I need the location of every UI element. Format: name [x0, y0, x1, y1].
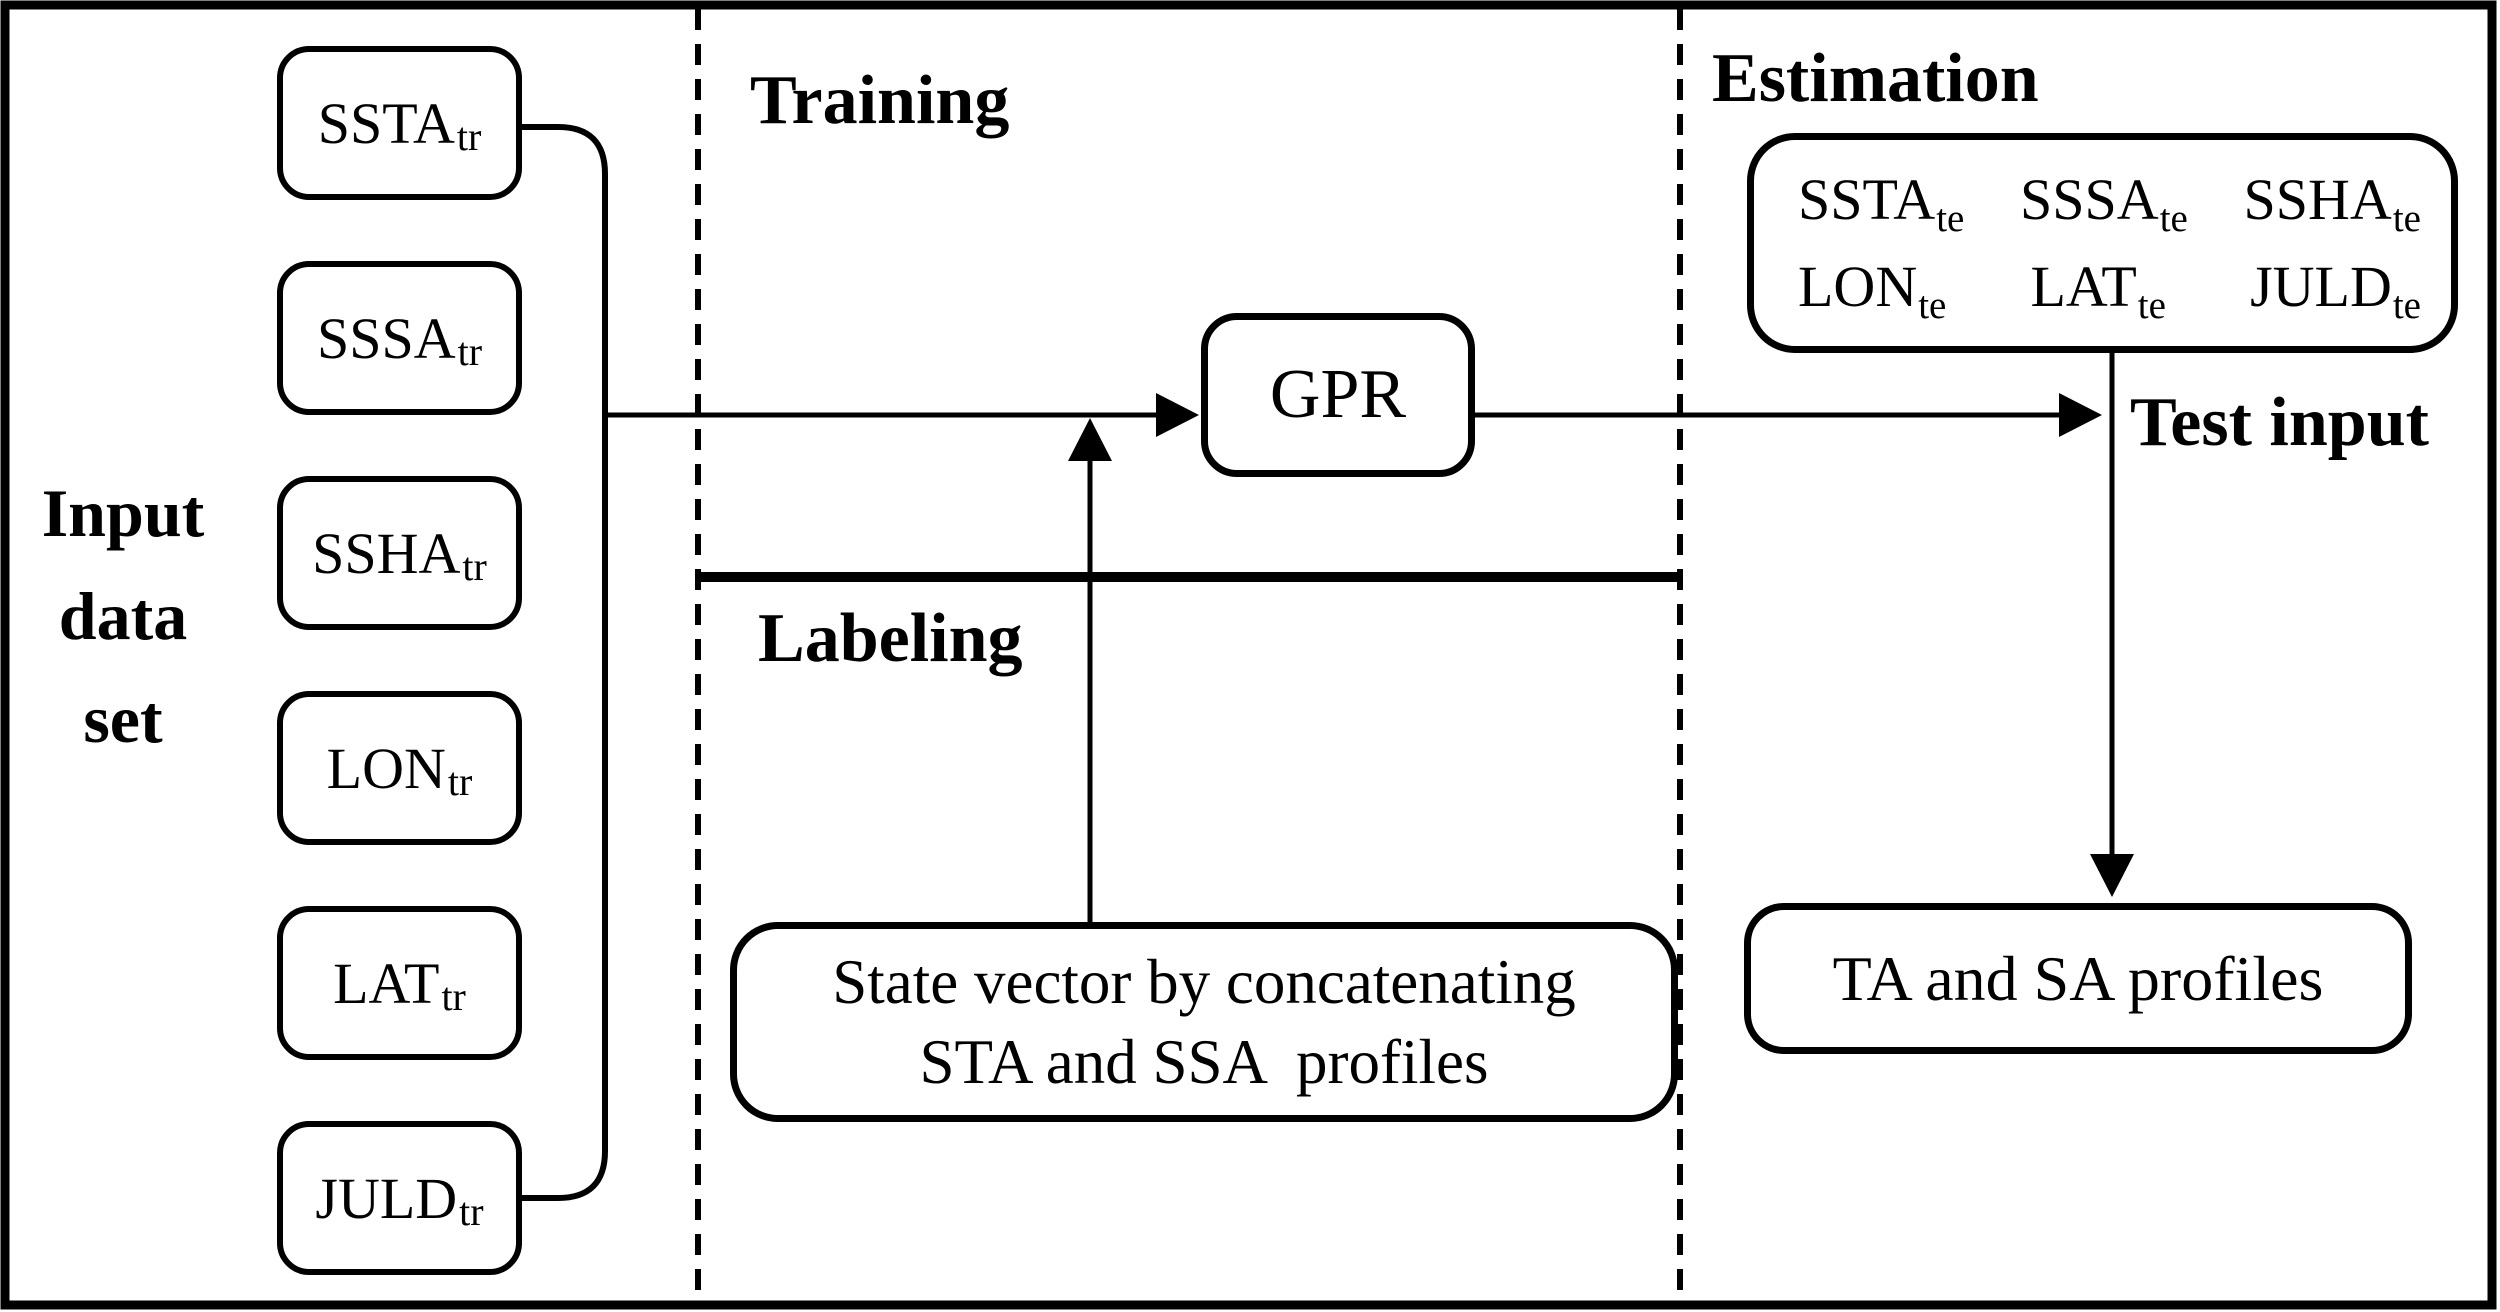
test-input-sssa-te: SSSAte	[2020, 166, 2188, 240]
test-inputs-row-1: SSTAte SSSAte SSHAte	[1798, 156, 2421, 243]
input-box-sssa-tr-text: SSSA	[316, 305, 456, 371]
test-input-lon-te: LONte	[1798, 253, 1946, 327]
gpr-box-text: GPR	[1269, 356, 1407, 433]
test-input-ssha-te-subscript: te	[2392, 197, 2421, 240]
training-section-label: Training	[750, 62, 1010, 139]
test-inputs-row-2: LONte LATte JULDte	[1798, 243, 2421, 330]
labeling-section-label: Labeling	[758, 600, 1023, 677]
state-vector-box-line-1: State vector by concatenating	[832, 947, 1576, 1017]
estimation-section-label: Estimation	[1712, 40, 2039, 117]
test-inputs-box: SSTAte SSSAte SSHAte LONte LATte JULDte	[1747, 133, 2458, 353]
test-input-lon-te-subscript: te	[1918, 284, 1947, 327]
test-input-ssta-te: SSTAte	[1798, 166, 1964, 240]
input-box-sssa-tr-subscript: tr	[457, 328, 483, 374]
state-vector-box: State vector by concatenating STA and SS…	[730, 922, 1678, 1122]
input-box-ssta-tr-subscript: tr	[456, 113, 482, 159]
test-input-juld-te-subscript: te	[2392, 284, 2421, 327]
input-box-juld-tr-text: JULD	[315, 1165, 458, 1231]
input-boxes-bracket-connector	[522, 124, 608, 1201]
input-box-ssha-tr-text: SSHA	[312, 520, 461, 586]
test-input-lat-te: LATte	[2030, 253, 2165, 327]
output-profiles-box: TA and SA profiles	[1744, 903, 2412, 1054]
input-title-line-3: set	[83, 681, 163, 757]
input-box-ssta-tr-text: SSTA	[317, 90, 455, 156]
state-vector-to-gpr-arrowhead	[1068, 418, 1112, 461]
test-input-juld-te-text: JULD	[2250, 254, 2392, 319]
input-box-ssha-tr-subscript: tr	[462, 543, 487, 589]
test-input-lon-te-text: LON	[1798, 254, 1918, 319]
test-input-ssha-te: SSHAte	[2243, 166, 2421, 240]
input-to-gpr-arrowhead	[1156, 393, 1199, 437]
test-input-lat-te-subscript: te	[2137, 284, 2166, 327]
input-title-line-2: data	[58, 578, 188, 654]
test-input-ssta-te-subscript: te	[1936, 197, 1965, 240]
input-box-lon-tr-subscript: tr	[447, 758, 473, 804]
test-input-sssa-te-text: SSSA	[2020, 167, 2159, 232]
input-data-set-title: Input data set	[18, 462, 228, 771]
gpr-box: GPR	[1201, 313, 1475, 477]
output-profiles-box-text: TA and SA profiles	[1832, 942, 2324, 1014]
test-input-to-profiles-arrowhead	[2090, 854, 2134, 897]
input-box-juld-tr-subscript: tr	[459, 1188, 484, 1234]
input-box-lat-tr-subscript: tr	[441, 973, 466, 1019]
test-input-label: Test input	[2130, 384, 2429, 461]
test-input-ssha-te-text: SSHA	[2243, 167, 2392, 232]
test-input-juld-te: JULDte	[2250, 253, 2421, 327]
input-box-lat-tr-text: LAT	[333, 950, 440, 1016]
input-title-line-1: Input	[41, 475, 205, 551]
test-input-sssa-te-subscript: te	[2159, 197, 2188, 240]
test-input-ssta-te-text: SSTA	[1798, 167, 1936, 232]
state-vector-box-line-2: STA and SSA profiles	[919, 1027, 1489, 1097]
input-box-lon-tr-text: LON	[326, 735, 446, 801]
test-input-lat-te-text: LAT	[2030, 254, 2137, 319]
gpr-to-test-input-arrowhead	[2059, 393, 2102, 437]
